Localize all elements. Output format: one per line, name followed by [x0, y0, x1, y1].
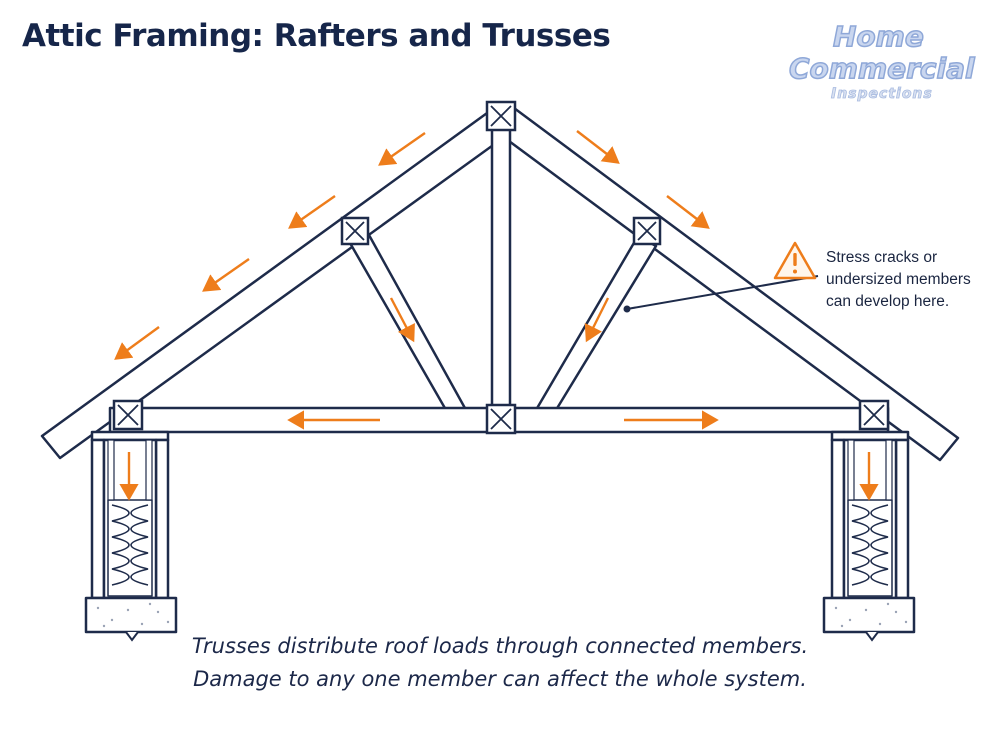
- joint-plate-left-upper: [340, 216, 370, 246]
- load-arrow-left-rafter-1: [378, 132, 426, 166]
- load-arrow-left-rafter-4: [114, 326, 160, 360]
- load-arrow-left-rafter-3: [202, 258, 250, 292]
- page-title: Attic Framing: Rafters and Trusses: [22, 18, 611, 54]
- diagram-caption: Trusses distribute roof loads through co…: [0, 630, 1000, 696]
- joint-plate-left-heel: [112, 399, 144, 431]
- right-insulation: [851, 504, 889, 586]
- left-insulation: [111, 504, 149, 586]
- right-wall: [830, 430, 910, 600]
- joint-plate-center: [485, 403, 517, 435]
- logo-line-2: Commercial: [788, 51, 975, 86]
- load-arrow-left-rafter-2: [288, 195, 336, 229]
- left-web: [344, 224, 468, 412]
- load-arrow-right-rafter-2: [666, 195, 710, 229]
- company-logo: Home Commercial Inspections: [785, 19, 985, 110]
- warning-triangle-icon: [773, 241, 817, 280]
- load-arrow-right-web: [584, 297, 610, 343]
- caption-line-1: Trusses distribute roof loads through co…: [191, 634, 809, 658]
- left-foundation: [84, 596, 178, 634]
- king-post: [490, 123, 512, 412]
- right-foundation: [822, 596, 916, 634]
- load-arrow-left-web: [389, 297, 415, 343]
- callout-leader-dot: [623, 305, 631, 313]
- foundation-texture: [96, 602, 908, 628]
- callout-text: Stress cracks or undersized members can …: [826, 249, 971, 310]
- joint-plate-right-heel: [858, 399, 890, 431]
- load-arrow-right-rafter-1: [576, 130, 620, 164]
- joint-plate-peak: [485, 100, 517, 132]
- insulation: [111, 504, 889, 586]
- caption-line-2: Damage to any one member can affect the …: [193, 667, 807, 691]
- foundation-breaks: [125, 631, 879, 642]
- logo-line-3: Inspections: [831, 86, 933, 103]
- joint-plate-right-upper: [632, 216, 662, 246]
- callout-leader-line: [626, 275, 819, 310]
- logo-line-1: Home: [832, 19, 924, 54]
